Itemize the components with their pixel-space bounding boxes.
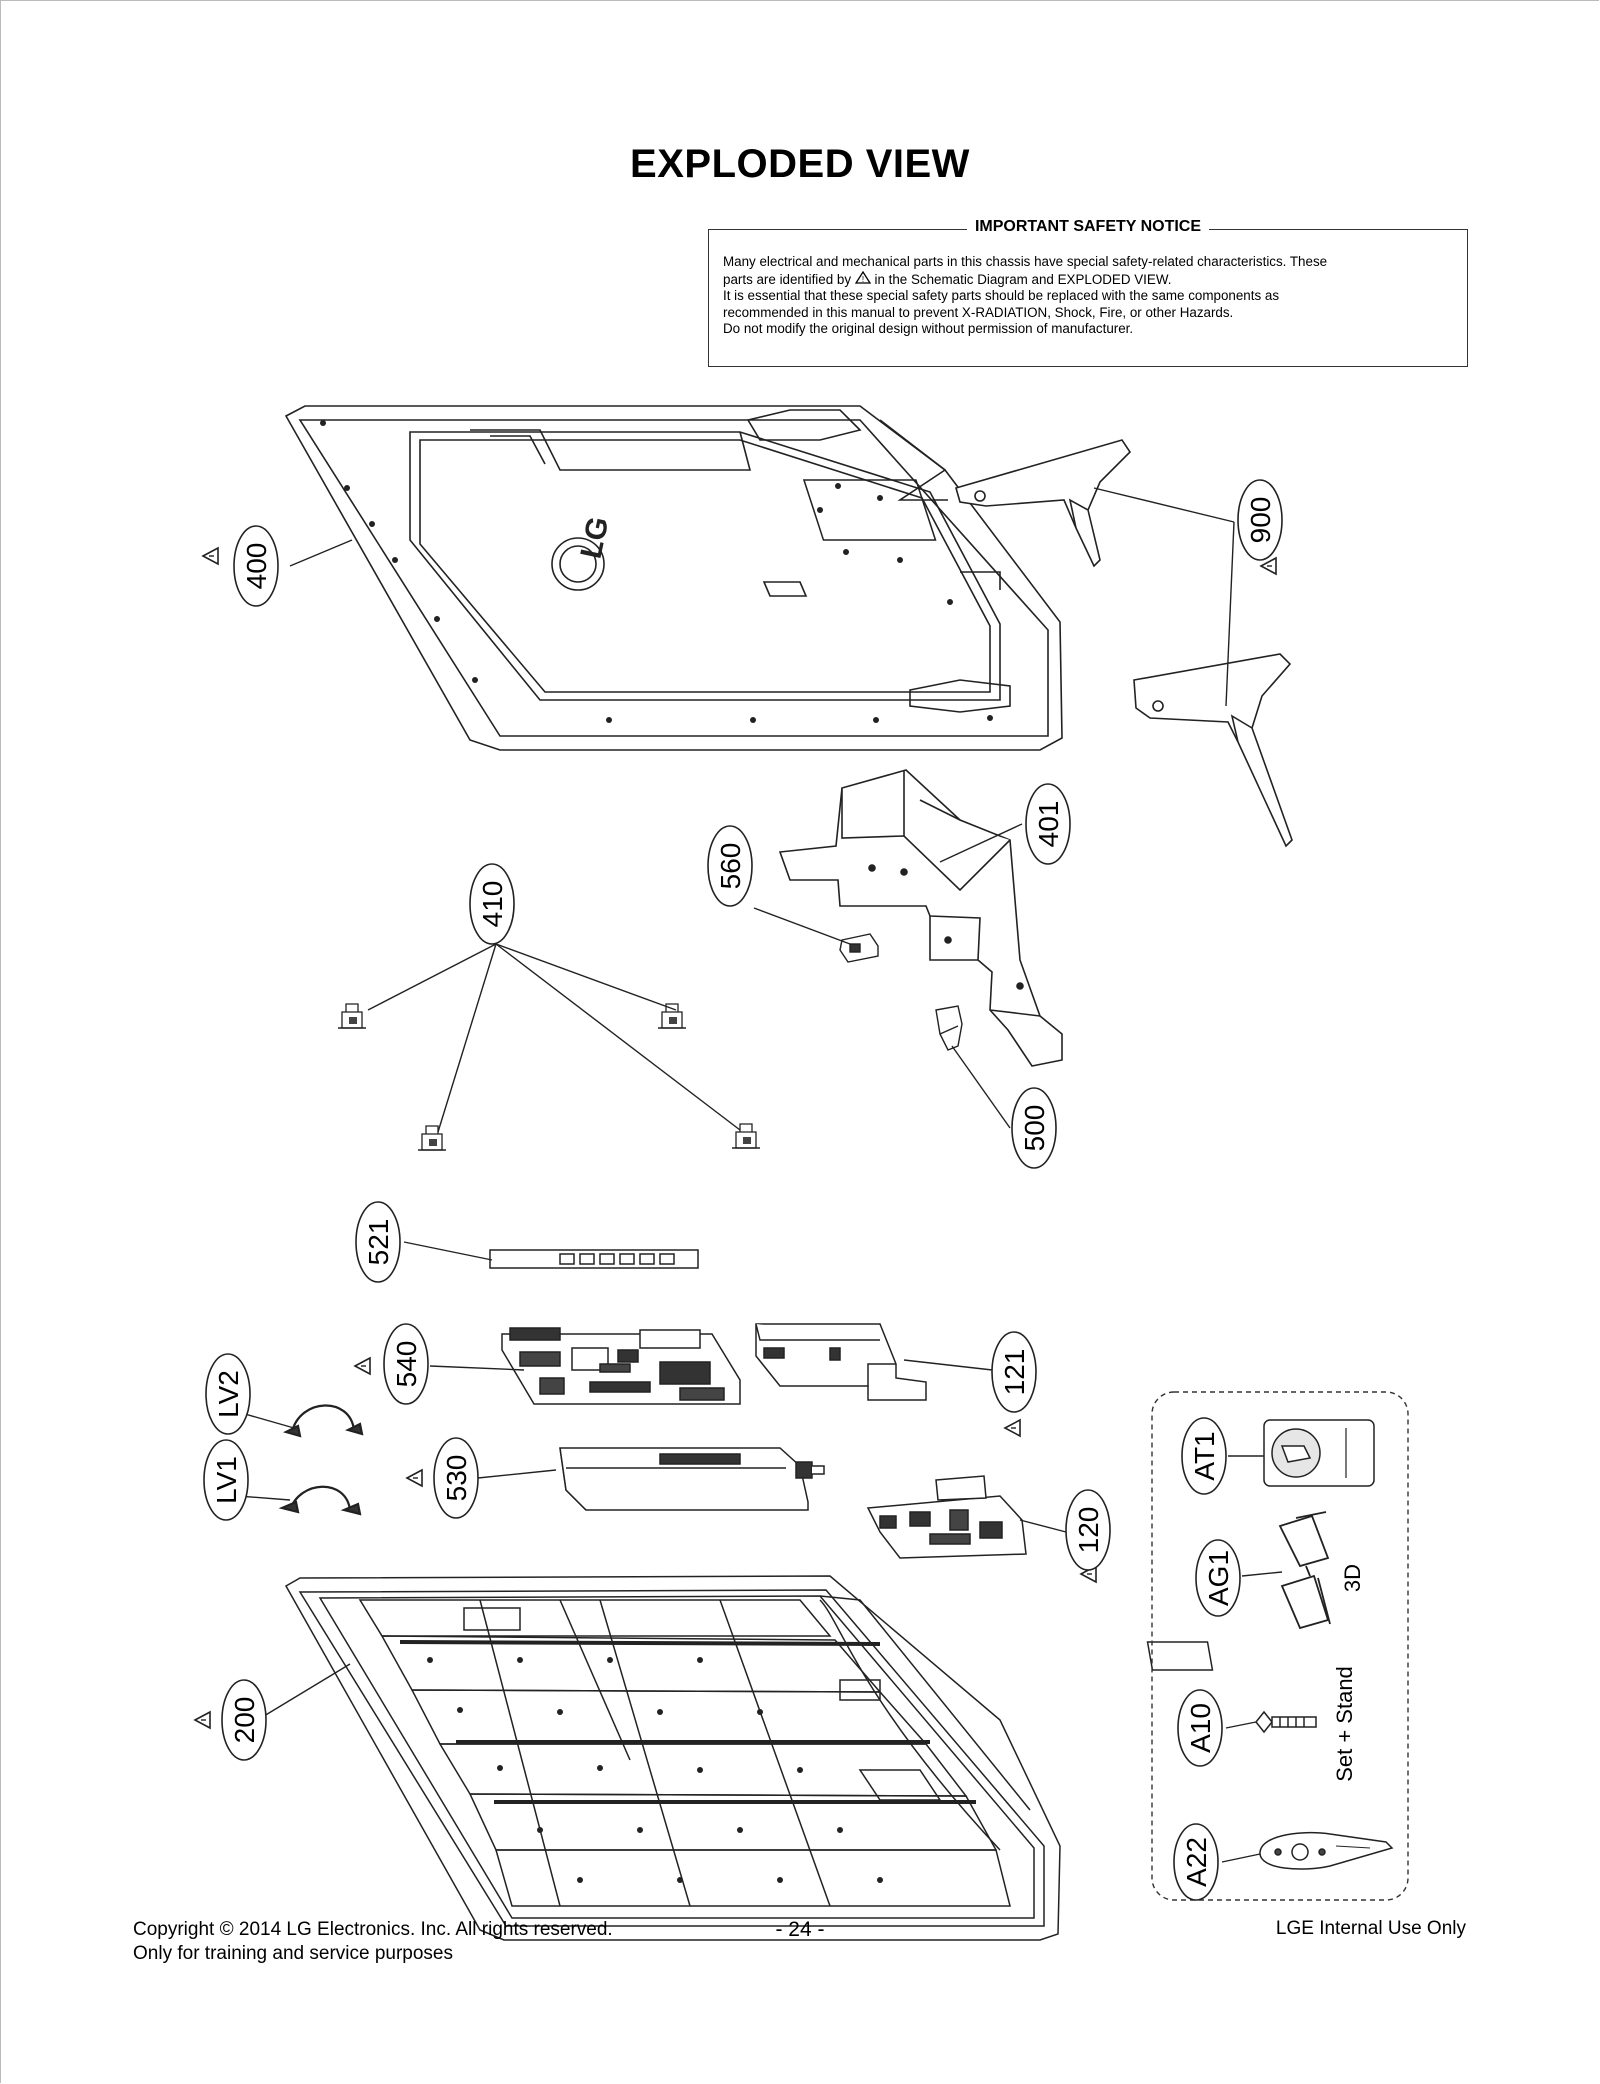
safety-notice-text: Many electrical and mechanical parts in … [723, 254, 1453, 338]
footer-copyright: Copyright © 2014 LG Electronics. Inc. Al… [133, 1919, 613, 1964]
svg-text:AT1: AT1 [1189, 1431, 1220, 1480]
notice-line-1: Many electrical and mechanical parts in … [723, 254, 1328, 269]
callout-a10: A10 [1177, 1689, 1223, 1767]
back-cover-screws [320, 420, 993, 723]
callout-401: 401 [1025, 783, 1071, 865]
callout-410: 410 [469, 863, 515, 945]
remote-a22 [1259, 1831, 1394, 1870]
callout-500: 500 [1011, 1087, 1057, 1169]
speaker-120 [866, 1475, 1027, 1559]
lcd-module-200 [284, 1575, 1214, 1941]
svg-text:560: 560 [715, 843, 746, 890]
callout-530: 530 [433, 1437, 479, 1519]
safety-notice-box: IMPORTANT SAFETY NOTICE Many electrical … [708, 218, 1468, 367]
cable-lv2 [282, 1404, 364, 1438]
svg-text:900: 900 [1245, 497, 1276, 544]
svg-text:401: 401 [1033, 801, 1064, 848]
main-frame-401 [778, 769, 1063, 1067]
callout-lv1: LV1 [203, 1439, 249, 1521]
bracket-560 [839, 933, 879, 963]
svg-text:121: 121 [999, 1349, 1030, 1396]
svg-text:540: 540 [391, 1341, 422, 1388]
callout-a22: A22 [1173, 1823, 1219, 1901]
notice-line-4: recommended in this manual to prevent X-… [723, 304, 1234, 320]
footer-internal-use: LGE Internal Use Only [1275, 1918, 1466, 1939]
svg-text:A10: A10 [1185, 1703, 1216, 1753]
stand-900 [955, 439, 1293, 848]
control-bar-521 [489, 1249, 699, 1269]
callout-lv2: LV2 [205, 1353, 251, 1435]
page-title: EXPLODED VIEW [630, 142, 970, 186]
callout-200: 200 [221, 1679, 267, 1761]
notice-line-2: parts are identified by ! in the Schemat… [723, 270, 1172, 287]
part-500 [935, 1005, 963, 1051]
page-number: - 24 - [775, 1918, 825, 1941]
svg-text:LV1: LV1 [211, 1456, 242, 1504]
callout-900: 900 [1237, 479, 1283, 561]
accessory-box [1151, 1391, 1409, 1901]
svg-text:120: 120 [1073, 1507, 1104, 1554]
svg-text:521: 521 [363, 1219, 394, 1266]
cable-lv1 [278, 1485, 362, 1516]
notice-line-5: Do not modify the original design withou… [723, 321, 1134, 337]
svg-text:AG1: AG1 [1203, 1550, 1234, 1606]
leader-lines [237, 487, 1283, 1863]
svg-text:530: 530 [441, 1455, 472, 1502]
svg-text:410: 410 [477, 881, 508, 928]
callout-540: 540 [383, 1323, 429, 1405]
warning-triangle-icon: ! [854, 270, 871, 284]
screw-note-set-stand: Set + Stand [1332, 1666, 1357, 1782]
clips-410 [337, 1003, 761, 1151]
svg-text:!: ! [862, 275, 864, 284]
back-cover-400: LG [284, 405, 1063, 751]
svg-text:A22: A22 [1181, 1837, 1212, 1887]
power-supply-530 [559, 1447, 825, 1511]
callout-120: 120 [1065, 1489, 1111, 1571]
glasses-ag1 [1278, 1511, 1331, 1630]
manual-at1 [1263, 1419, 1375, 1487]
svg-text:LV2: LV2 [213, 1370, 244, 1418]
glasses-note-3d: 3D [1340, 1564, 1365, 1592]
screw-a10 [1255, 1710, 1317, 1734]
callout-521: 521 [355, 1201, 401, 1283]
callout-at1: AT1 [1181, 1417, 1227, 1495]
svg-text:200: 200 [229, 1697, 260, 1744]
lcd-module-holes [427, 1657, 883, 1883]
notice-line-3: It is essential that these special safet… [723, 288, 1280, 304]
callout-400: 400 [233, 525, 279, 607]
callout-121: 121 [991, 1331, 1037, 1413]
callout-560: 560 [707, 825, 753, 907]
svg-text:500: 500 [1019, 1105, 1050, 1152]
power-module-121 [755, 1323, 927, 1401]
svg-text:400: 400 [241, 543, 272, 590]
callout-ag1: AG1 [1195, 1539, 1241, 1617]
main-board-540 [501, 1327, 741, 1405]
safety-notice-heading: IMPORTANT SAFETY NOTICE [966, 218, 1210, 235]
